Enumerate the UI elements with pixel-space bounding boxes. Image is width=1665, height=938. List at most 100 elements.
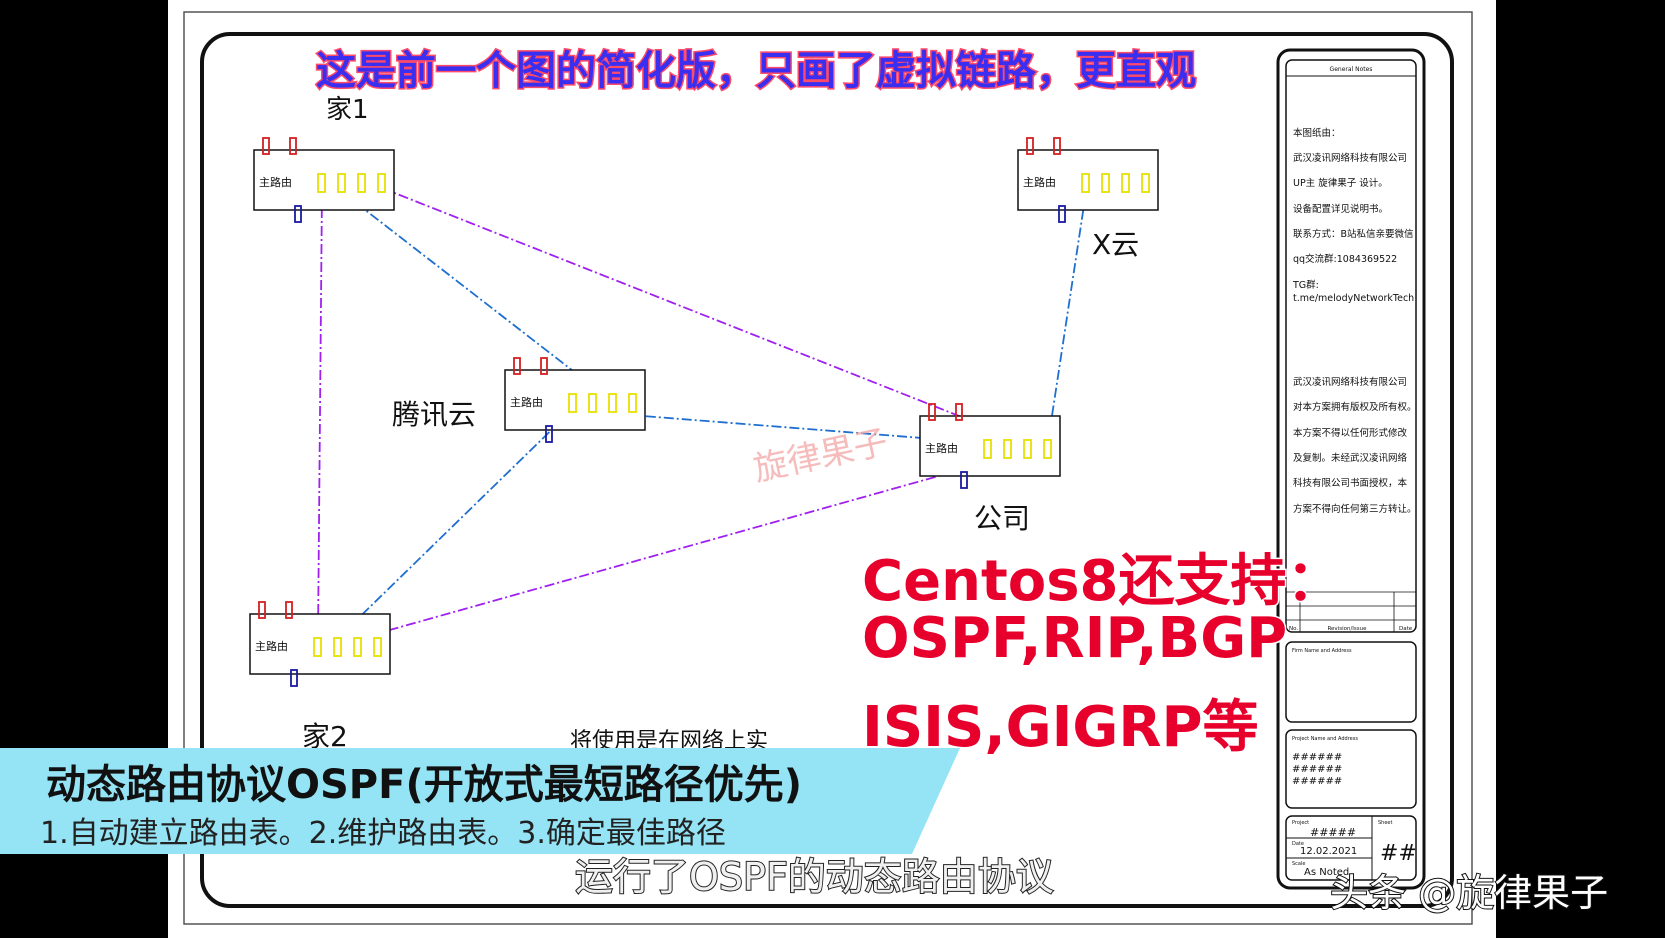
- router-box: [504, 369, 646, 431]
- firm-frame: [1285, 641, 1417, 723]
- port-blue: [1058, 205, 1066, 223]
- router-label: 主路由: [510, 395, 543, 409]
- port-yellow: [568, 393, 577, 413]
- rights-line: 科技有限公司书面授权，本: [1293, 477, 1408, 489]
- links-layer: [317, 187, 1087, 641]
- router-label: 主路由: [1023, 175, 1056, 189]
- link-home1-home2: [317, 189, 323, 637]
- node-label-home1: 家1: [326, 95, 369, 125]
- port-yellow: [588, 393, 597, 413]
- router-box: [253, 149, 395, 211]
- date-value: 12.02.2021: [1300, 846, 1357, 857]
- overlay-line-1: Centos8还支持：: [860, 548, 1343, 616]
- port-red: [289, 137, 297, 155]
- link-home2-company: [353, 455, 1011, 641]
- router-box: [1017, 149, 1159, 211]
- port-yellow: [983, 439, 992, 459]
- note-line: t.me/melodyNetworkTech: [1293, 293, 1414, 304]
- node-label-tencent: 腾讯云: [392, 398, 476, 431]
- project-value: #####: [1310, 826, 1356, 839]
- port-yellow: [317, 173, 326, 193]
- port-yellow: [333, 637, 342, 657]
- port-blue: [290, 669, 298, 687]
- sheet-value: ##: [1380, 841, 1417, 866]
- router-label: 主路由: [925, 441, 958, 455]
- port-yellow: [608, 393, 617, 413]
- revision-col-date: Date: [1399, 626, 1413, 632]
- sheet-label: Sheet: [1378, 820, 1392, 826]
- rights-line: 本方案不得以任何形式修改: [1293, 427, 1408, 439]
- port-yellow: [1043, 439, 1052, 459]
- link-tencent-company: [591, 411, 999, 445]
- note-line: UP主 旋律果子 设计。: [1293, 177, 1388, 189]
- link-home1-tencent: [341, 191, 609, 399]
- sidebar-rights: 武汉凌讯网络科技有限公司 对本方案拥有版权及所有权。 本方案不得以任何形式修改 …: [1293, 376, 1417, 515]
- port-red: [1026, 137, 1034, 155]
- port-red: [928, 403, 936, 421]
- sidebar-frame: [1276, 48, 1426, 890]
- title-block-frame: [1285, 815, 1417, 881]
- banner-title: 这是前一个图的简化版，只画了虚拟链路，更直观: [315, 47, 1198, 96]
- port-red: [258, 601, 266, 619]
- firm-label: Firm Name and Address: [1292, 648, 1352, 654]
- port-red: [285, 601, 293, 619]
- inner-frame: [200, 32, 1454, 908]
- port-yellow: [1003, 439, 1012, 459]
- link-home2-tencent: [335, 407, 575, 641]
- link-home1-company: [381, 187, 1031, 445]
- router-home2: 主路由 家2: [249, 601, 391, 753]
- port-blue: [294, 205, 302, 223]
- port-yellow: [1121, 173, 1130, 193]
- router-label: 主路由: [259, 175, 292, 189]
- video-subtitle: 运行了OSPF的动态路由协议: [574, 854, 1055, 900]
- port-red: [262, 137, 270, 155]
- port-blue: [545, 425, 553, 443]
- caption-subtitle: 1.自动建立路由表。2.维护路由表。3.确定最佳路径: [40, 816, 726, 851]
- port-yellow: [357, 173, 366, 193]
- port-red: [513, 357, 521, 375]
- revision-col-issue: Revision/Issue: [1327, 626, 1367, 632]
- project-frame: [1285, 729, 1417, 809]
- port-yellow: [313, 637, 322, 657]
- note-line: 本图纸由：: [1293, 127, 1341, 139]
- port-yellow: [1081, 173, 1090, 193]
- port-blue: [960, 471, 968, 489]
- port-yellow: [1141, 173, 1150, 193]
- node-label-company: 公司: [974, 502, 1030, 535]
- port-yellow: [1023, 439, 1032, 459]
- link-xcloud-company: [1047, 191, 1087, 443]
- port-red: [1053, 137, 1061, 155]
- port-red: [540, 357, 548, 375]
- rights-line: 对本方案拥有版权及所有权。: [1293, 401, 1417, 413]
- port-red: [955, 403, 963, 421]
- port-yellow: [353, 637, 362, 657]
- router-xcloud: 主路由 X云: [1017, 137, 1159, 261]
- router-box: [919, 415, 1061, 477]
- caption-bar: [0, 748, 960, 854]
- revision-col-no: No.: [1289, 626, 1298, 632]
- project-hash-row: ######: [1292, 776, 1342, 787]
- note-line: 武汉凌讯网络科技有限公司: [1293, 152, 1407, 164]
- note-line: qq交流群:1084369522: [1293, 253, 1397, 265]
- port-yellow: [1101, 173, 1110, 193]
- port-yellow: [377, 173, 386, 193]
- node-label-home2: 家2: [302, 720, 348, 753]
- sidebar-header: General Notes: [1330, 66, 1373, 73]
- router-label: 主路由: [255, 639, 288, 653]
- project-hash-row: ######: [1292, 764, 1342, 775]
- note-line: 联系方式：B站私信亲要微信: [1293, 228, 1414, 240]
- caption-title: 动态路由协议OSPF(开放式最短路径优先): [46, 762, 803, 808]
- overlay-line-2: OSPF,RIP,BGP: [860, 605, 1288, 673]
- port-yellow: [337, 173, 346, 193]
- outer-frame: [183, 11, 1473, 925]
- scale-label: Scale: [1292, 861, 1305, 867]
- project-cell-label: Project: [1292, 820, 1309, 826]
- router-box: [249, 613, 391, 675]
- project-label: Project Name and Address: [1292, 736, 1358, 742]
- node-label-xcloud: X云: [1092, 228, 1139, 261]
- port-yellow: [628, 393, 637, 413]
- router-company: 主路由 公司: [919, 403, 1061, 535]
- rights-line: 及复制。未经武汉凌讯网络: [1293, 452, 1408, 464]
- note-line: TG群:: [1292, 279, 1319, 291]
- router-tencent: 主路由 腾讯云: [392, 357, 646, 443]
